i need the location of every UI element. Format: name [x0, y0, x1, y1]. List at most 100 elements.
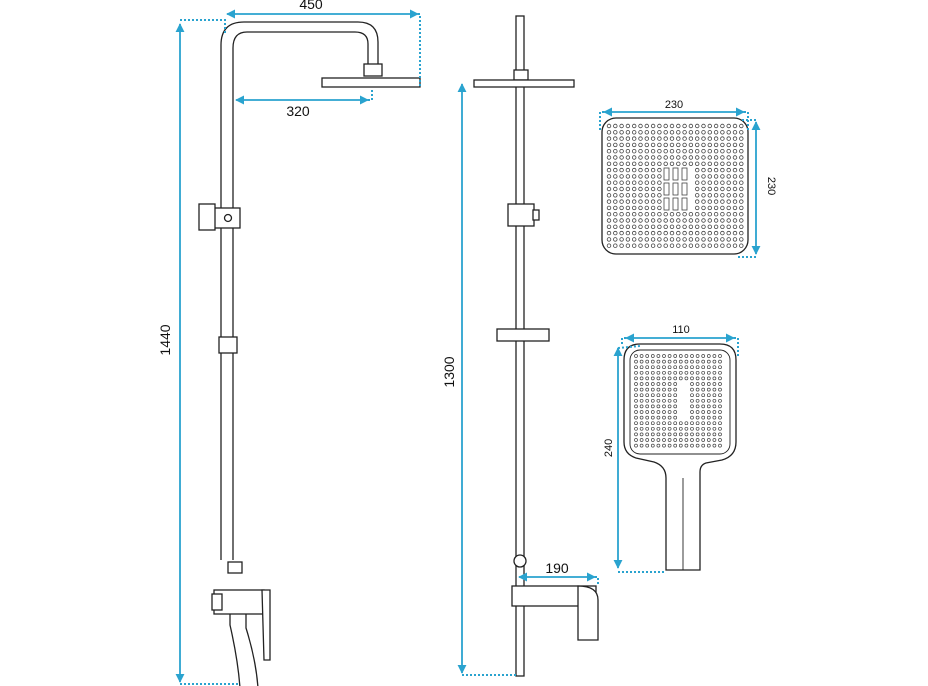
nozzle-dot	[678, 359, 683, 364]
nozzle-dot	[706, 443, 711, 448]
nozzle-dot	[720, 218, 725, 223]
nozzle-dot	[662, 404, 666, 409]
nozzle-dot	[713, 205, 719, 211]
side-rain-head	[473, 79, 575, 88]
nozzle-dot	[718, 359, 722, 364]
nozzle-dot	[634, 404, 638, 409]
nozzle-dot	[619, 136, 624, 141]
nozzle-dot	[726, 180, 731, 185]
nozzle-dot	[713, 199, 719, 204]
nozzle-dot	[638, 136, 643, 141]
nozzle-dot	[701, 393, 706, 398]
nozzle-dot	[695, 130, 700, 135]
nozzle-dot	[712, 438, 717, 442]
nozzle-dot	[657, 142, 662, 148]
label-head-width: 230	[665, 99, 683, 111]
nozzle-dot	[713, 186, 719, 192]
nozzle-dot	[667, 432, 672, 437]
nozzle-dot	[720, 186, 725, 192]
nozzle-dot	[650, 161, 656, 166]
nozzle-dot	[678, 443, 683, 448]
nozzle-dot	[695, 224, 700, 229]
nozzle-dot	[650, 186, 656, 192]
nozzle-dot	[732, 142, 738, 148]
nozzle-dot	[695, 421, 700, 426]
nozzle-dot	[684, 370, 689, 375]
nozzle-dot	[720, 180, 725, 185]
nozzle-dot	[613, 199, 618, 204]
nozzle-dot	[720, 211, 725, 217]
nozzle-dot	[713, 218, 719, 223]
nozzle-dot	[707, 230, 712, 236]
nozzle-dot	[613, 193, 618, 198]
nozzle-dot	[718, 426, 722, 431]
nozzle-dot	[718, 398, 722, 403]
nozzle-dot	[739, 237, 744, 242]
nozzle-dot	[663, 211, 668, 217]
nozzle-dot	[739, 161, 744, 166]
nozzle-dot	[682, 142, 687, 148]
nozzle-dot	[726, 205, 731, 211]
nozzle-dot	[650, 443, 655, 448]
nozzle-dot	[707, 193, 712, 198]
dim-rail-height: 1300	[441, 83, 518, 676]
nozzle-dot	[625, 243, 631, 248]
nozzle-dot	[613, 130, 618, 135]
nozzle-dot	[632, 148, 637, 154]
hand-shower-outline	[623, 343, 737, 571]
nozzle-dot	[656, 359, 661, 364]
nozzle-dot	[712, 354, 717, 358]
nozzle-dot	[695, 443, 700, 448]
nozzle-dot	[688, 243, 694, 248]
nozzle-dot	[673, 370, 678, 375]
nozzle-dot	[706, 354, 711, 358]
nozzle-dot	[701, 136, 706, 141]
nozzle-dot	[720, 148, 725, 154]
nozzle-dot	[695, 376, 700, 381]
nozzle-dot	[638, 230, 643, 236]
nozzle-dot	[673, 365, 678, 370]
nozzle-dot	[632, 205, 637, 211]
nozzle-dot	[663, 161, 668, 166]
nozzle-dot	[690, 432, 694, 437]
nozzle-dot	[713, 130, 719, 135]
nozzle-dot	[639, 443, 644, 448]
nozzle-dot	[663, 230, 668, 236]
nozzle-dot	[688, 123, 694, 129]
nozzle-dot	[701, 142, 706, 148]
nozzle-dot	[619, 237, 624, 242]
nozzle-dot	[739, 224, 744, 229]
nozzle-dot	[718, 365, 722, 370]
nozzle-dot	[663, 218, 668, 223]
nozzle-dot	[726, 167, 731, 173]
nozzle-dot	[625, 186, 631, 192]
nozzle-dot	[619, 180, 624, 185]
nozzle-dot	[739, 205, 744, 211]
nozzle-dot	[701, 199, 706, 204]
nozzle-dot	[688, 130, 694, 135]
nozzle-dot	[690, 370, 694, 375]
nozzle-dot	[645, 415, 650, 420]
nozzle-dot	[613, 186, 618, 192]
nozzle-dot	[732, 161, 738, 166]
nozzle-dot	[625, 230, 631, 236]
nozzle-dot	[667, 415, 672, 420]
nozzle-dot	[669, 211, 675, 217]
nozzle-dot	[682, 161, 687, 166]
nozzle-dot	[706, 382, 711, 386]
nozzle-dot	[720, 155, 725, 160]
nozzle-dot	[682, 230, 687, 236]
mixer-lever	[261, 589, 271, 661]
side-riser	[515, 15, 525, 677]
dim-total-height: 1440	[157, 23, 240, 685]
side-hose-joint	[513, 554, 527, 568]
nozzle-dot	[667, 359, 672, 364]
nozzle-dot	[712, 398, 717, 403]
nozzle-dot	[645, 359, 650, 364]
nozzle-dot	[706, 376, 711, 381]
nozzle-dot	[718, 382, 722, 386]
nozzle-dot	[707, 224, 712, 229]
nozzle-dot	[613, 180, 618, 185]
nozzle-dot	[662, 387, 666, 392]
nozzle-dot	[656, 421, 661, 426]
